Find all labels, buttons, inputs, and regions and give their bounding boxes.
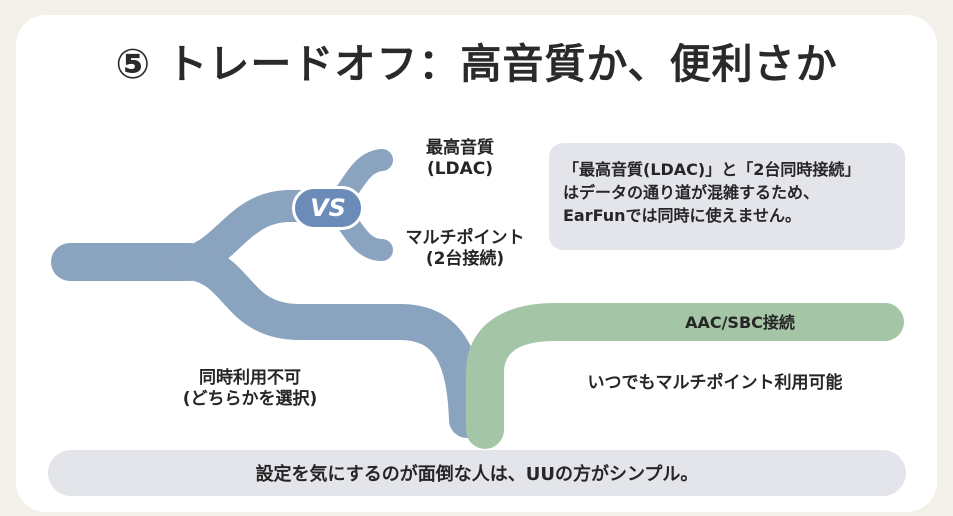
option-ldac-title: 最高音質	[426, 138, 494, 158]
option-ldac-label: 最高音質 (LDAC)	[400, 138, 520, 179]
page-title: ⑤ トレードオフ：高音質か、便利さか	[115, 40, 838, 88]
note-line: 「最高音質(LDAC)」と「2台同時接続」	[563, 160, 861, 179]
option-multipoint-sub: (2台接続)	[425, 248, 505, 269]
green-outcome-label: いつでもマルチポイント利用可能	[587, 373, 843, 393]
green-branch	[466, 303, 904, 449]
vs-badge: VS	[292, 186, 364, 230]
blue-outcome-sub: (どちらかを選択)	[182, 388, 318, 409]
option-multipoint-label: マルチポイント (2台接続)	[380, 228, 550, 269]
lower-branch	[172, 244, 485, 438]
note-line: はデータの通り道が混雑するため、	[563, 183, 820, 203]
option-multipoint-title: マルチポイント	[405, 228, 525, 248]
explanation-note: 「最高音質(LDAC)」と「2台同時接続」 はデータの通り道が混雑するため、 E…	[549, 143, 905, 250]
blue-outcome-title: 同時利用不可	[199, 368, 301, 388]
blue-outcome-label: 同時利用不可 (どちらかを選択)	[150, 368, 350, 409]
footer-banner: 設定を気にするのが面倒な人は、UUの方がシンプル。	[48, 450, 906, 496]
option-ldac-sub: (LDAC)	[426, 158, 494, 179]
green-branch-label: AAC/SBC接続	[685, 313, 795, 332]
note-line: EarFunでは同時に使えません。	[563, 206, 802, 226]
